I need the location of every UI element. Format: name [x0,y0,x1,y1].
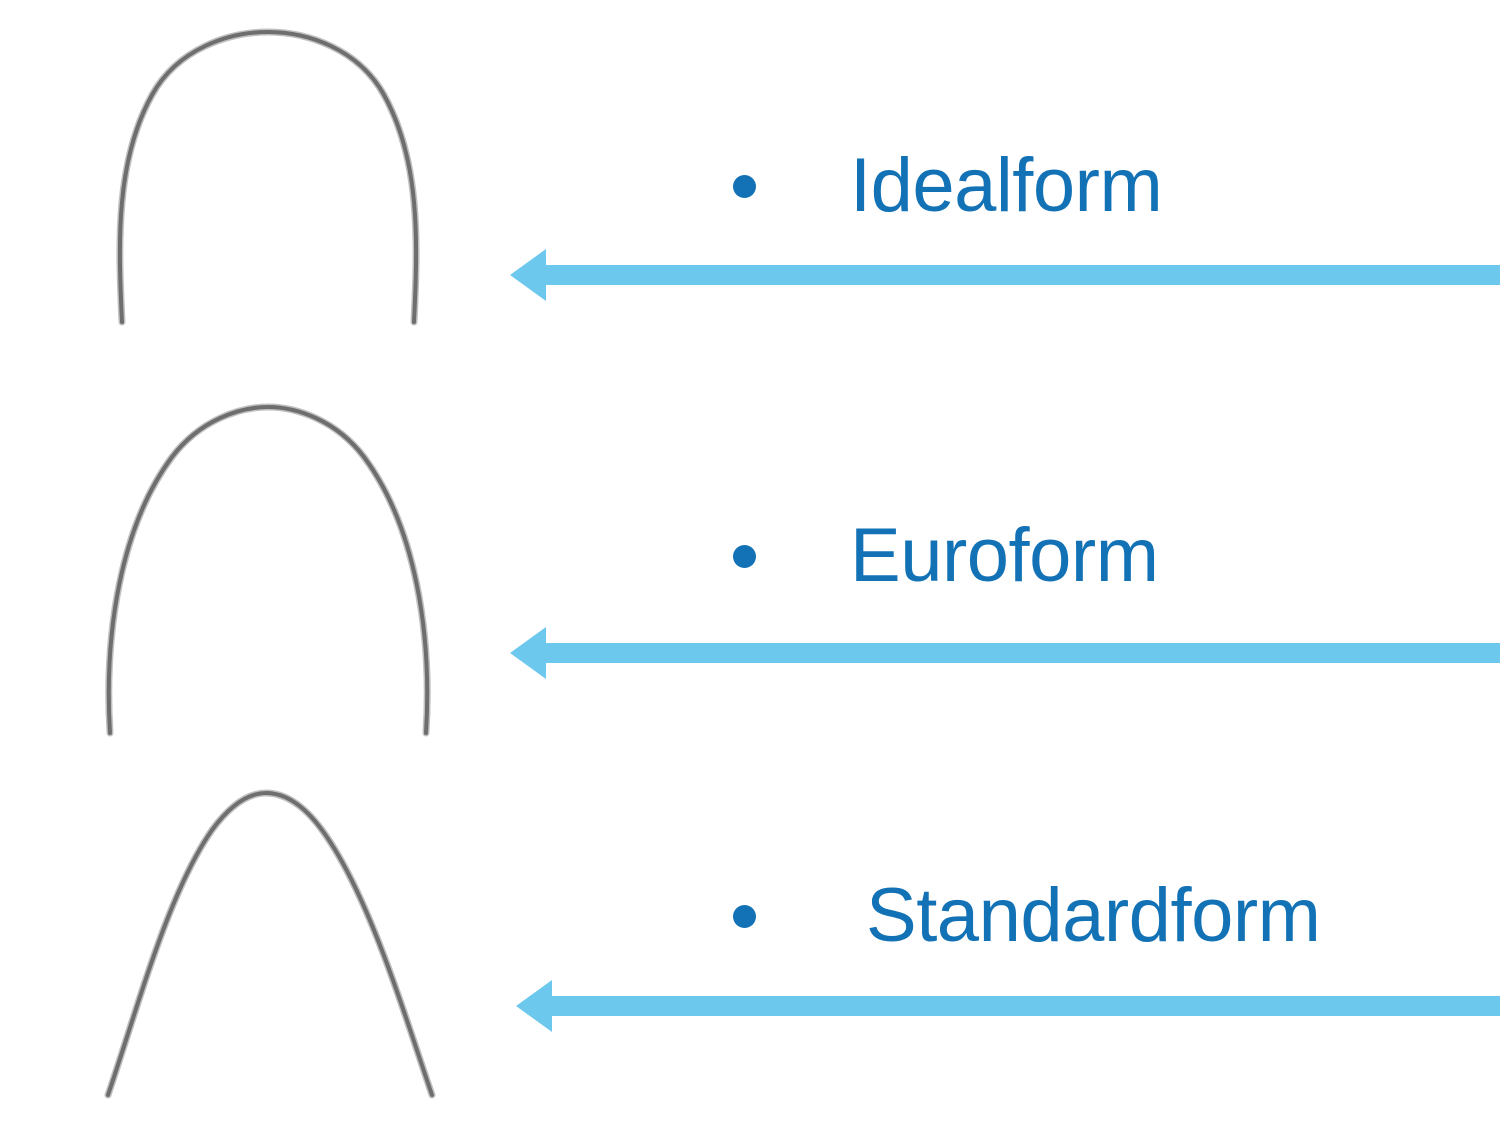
bullet-item-standardform: Standardform [733,873,1321,958]
left-arrow-icon [510,249,1500,301]
archwire-figure-standardform [60,775,480,1110]
archwire-drawing-idealform [116,28,420,326]
bullet-label-idealform: Idealform [850,143,1163,228]
arrow-left-standardform [516,974,1500,1038]
bullet-item-euroform: Euroform [733,518,1159,594]
arrow-left-euroform [510,621,1500,685]
arrow-left-idealform [510,243,1500,307]
archwire-drawing-euroform [105,403,431,737]
bullet-dot-icon [733,544,756,568]
bullet-label-standardform: Standardform [866,873,1321,958]
archwire-drawing-standardform [104,789,436,1099]
left-arrow-icon [516,980,1500,1032]
bullet-label-euroform: Euroform [850,513,1159,598]
archwire-figure-euroform [60,395,480,745]
bullet-dot-icon [733,904,756,928]
bullet-dot-icon [733,174,756,198]
left-arrow-icon [510,627,1500,679]
bullet-item-idealform: Idealform [733,143,1163,228]
archwire-figure-idealform [60,10,480,350]
